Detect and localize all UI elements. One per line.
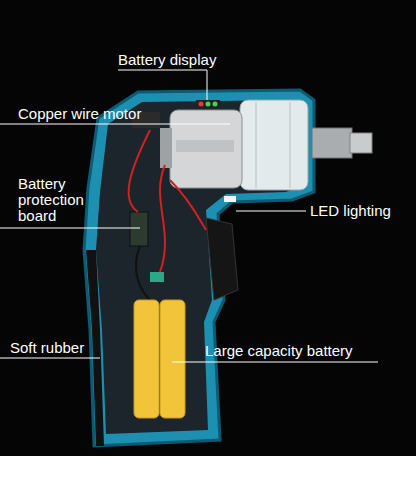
motor-band [176, 140, 234, 152]
part-label: Battery protection board [18, 176, 108, 224]
gearbox-rib [256, 102, 257, 188]
led-red [199, 102, 204, 107]
gearbox [240, 100, 308, 190]
background [0, 0, 416, 456]
tool-shell [84, 90, 314, 446]
battery-cell [160, 300, 185, 418]
display-board [196, 100, 220, 108]
motor [170, 110, 242, 188]
led-green [206, 102, 211, 107]
gearbox-rib [290, 102, 291, 188]
bottom-band [0, 456, 416, 478]
leader-line [172, 362, 378, 363]
bit-holder [350, 133, 372, 153]
led-green [213, 102, 218, 107]
part-label: Large capacity battery [205, 343, 405, 359]
protection-board [130, 212, 148, 246]
leader-line [118, 70, 207, 100]
part-label: Soft rubber [10, 340, 120, 356]
leader-line [0, 358, 100, 359]
trigger [206, 218, 238, 300]
leader-line [0, 124, 230, 125]
part-label: Battery display [118, 52, 238, 68]
rubber-grip [86, 250, 104, 446]
wire [136, 246, 150, 300]
chuck [312, 128, 352, 158]
motor-endcap [160, 128, 172, 168]
battery-cell [134, 300, 159, 418]
wire [160, 165, 165, 272]
leader-line [0, 228, 140, 229]
wire [170, 180, 206, 230]
connector [150, 272, 164, 282]
leader-line [236, 211, 306, 212]
part-label: Copper wire motor [18, 106, 188, 122]
led-light [224, 196, 236, 202]
part-label: LED lighting [310, 203, 410, 219]
wire [129, 130, 150, 212]
